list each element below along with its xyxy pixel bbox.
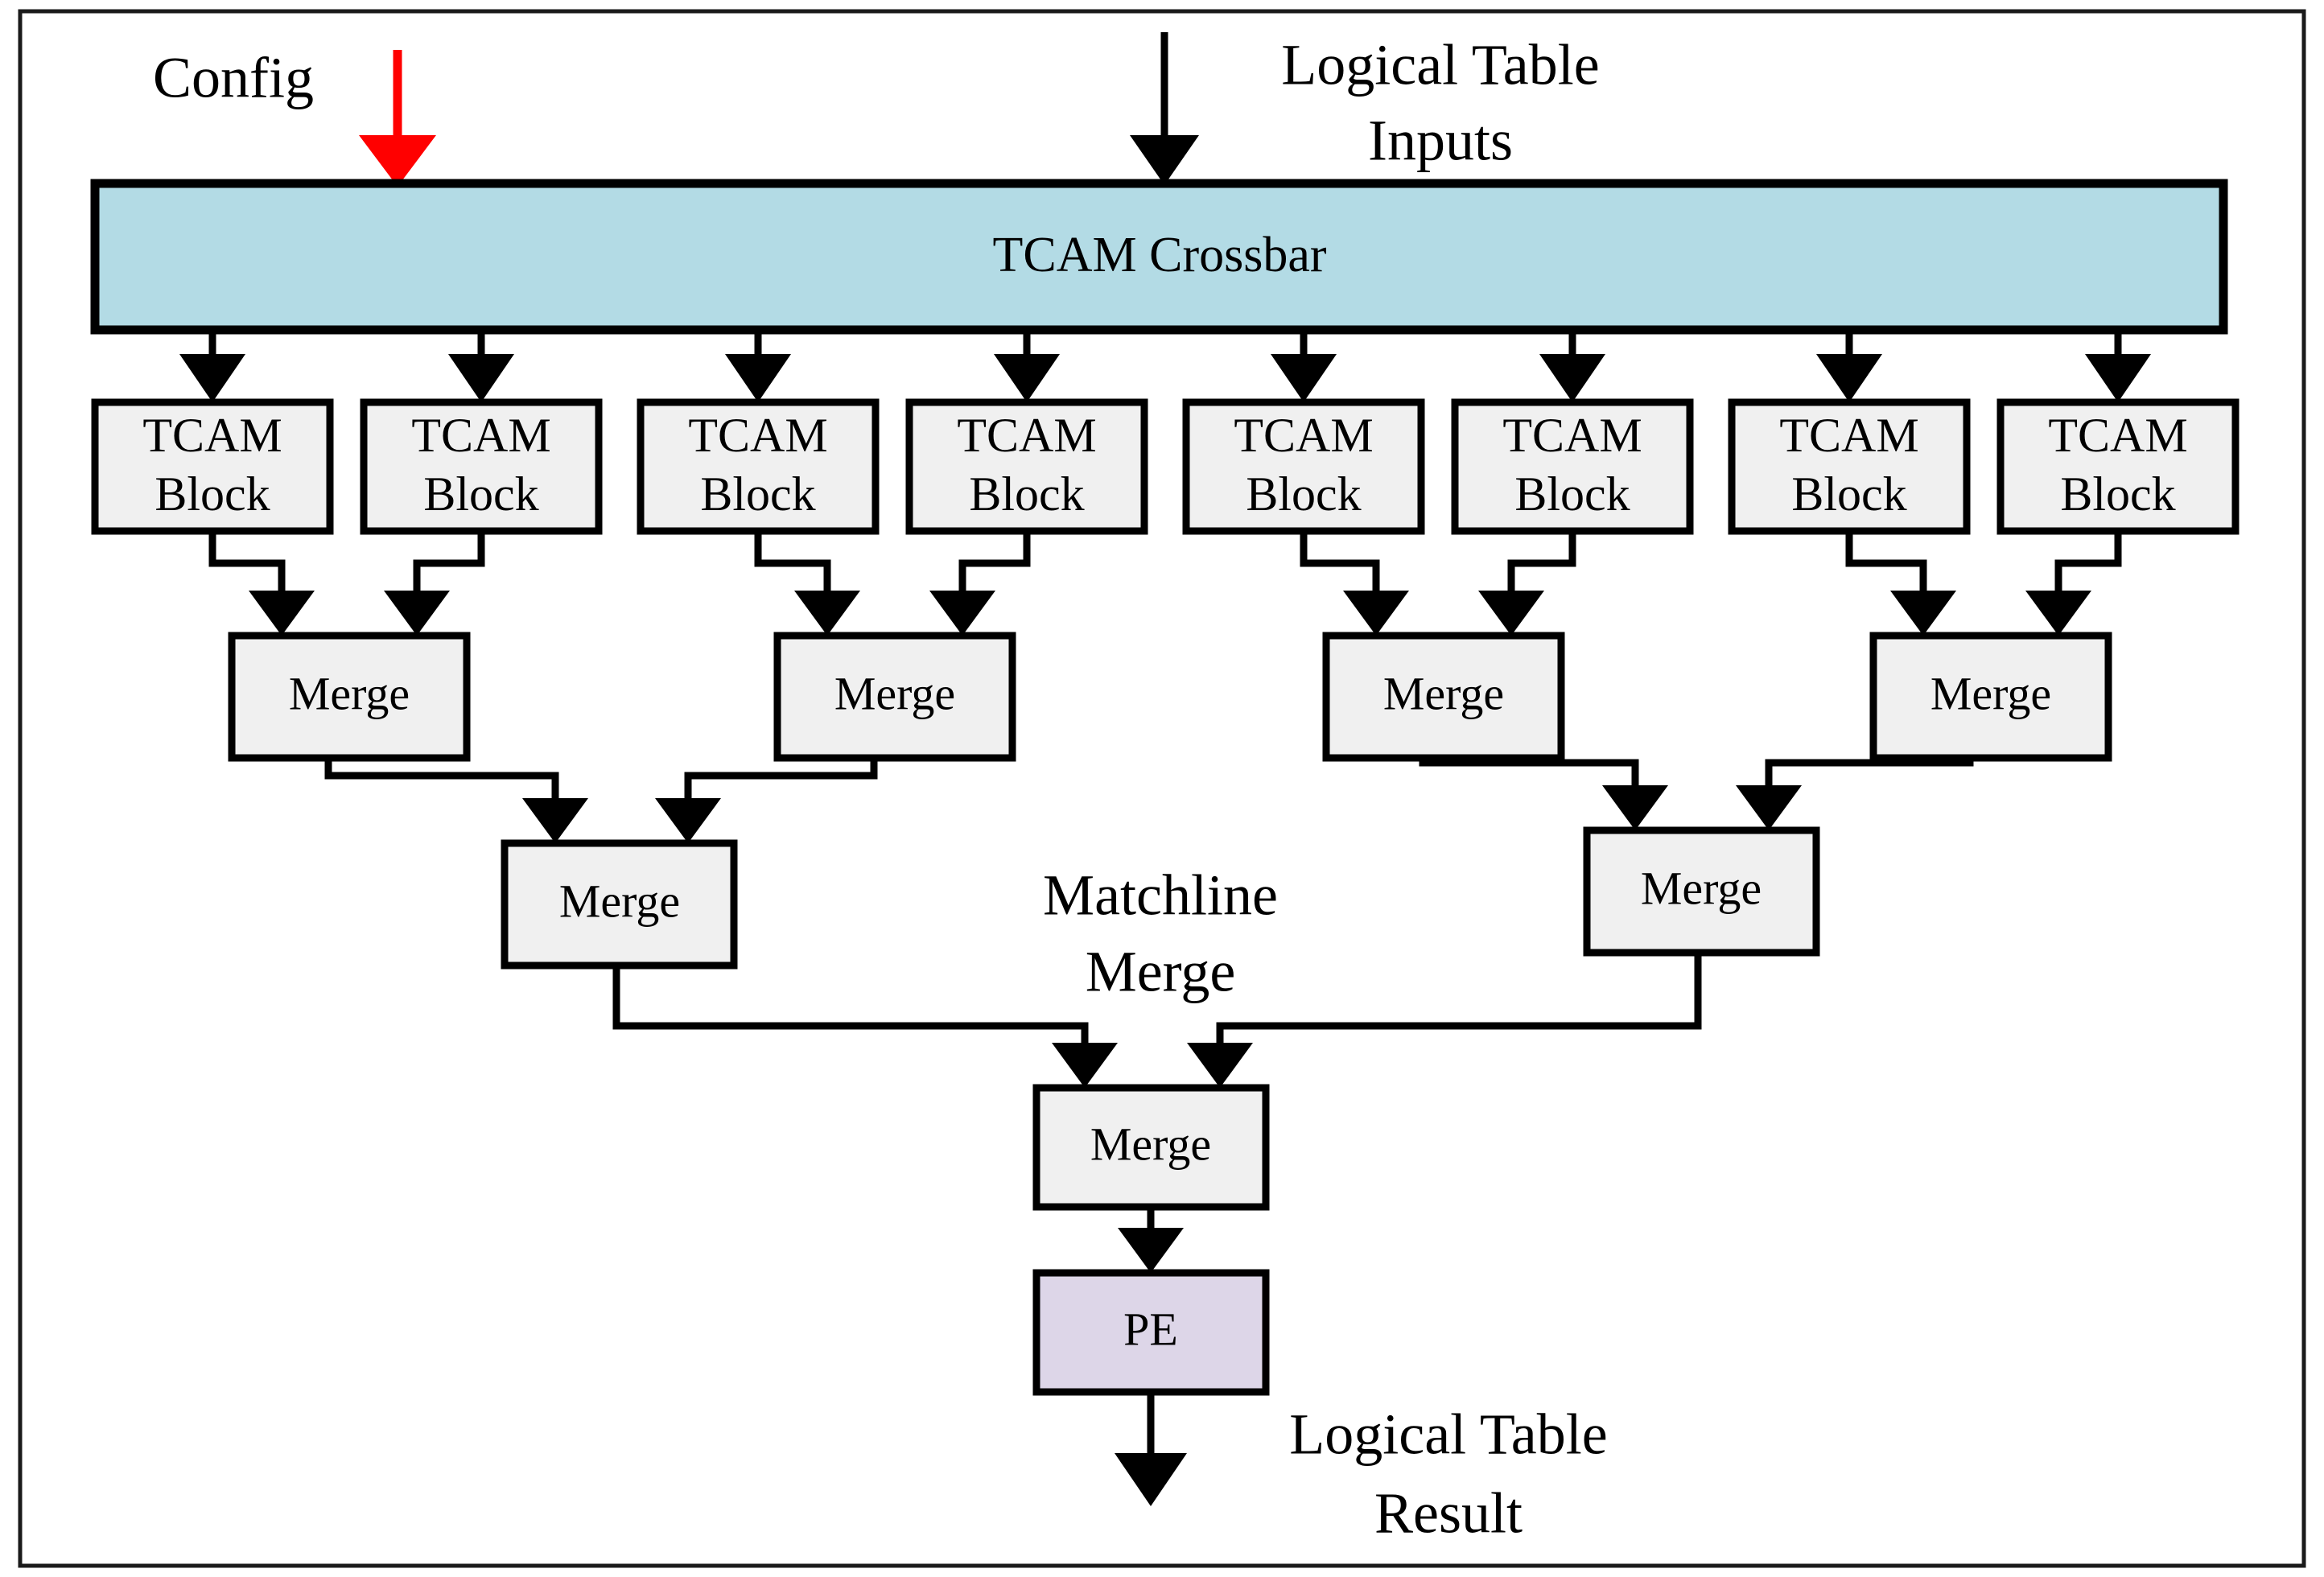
tcam-block-1-label-line1: TCAM [142, 409, 282, 462]
tcam-block-4[interactable] [905, 398, 1148, 535]
merge-l1-2[interactable] [773, 632, 1016, 762]
tcam-block-6-label-line1: TCAM [1502, 409, 1642, 462]
crossbar-to-block-wires [179, 330, 2151, 402]
merge-l1-4-label: Merge [1930, 667, 2051, 719]
merge-final-to-pe-wire [1118, 1207, 1184, 1273]
merge-level2-group: Merge Merge [501, 826, 1820, 970]
merge-l2-left-label: Merge [559, 875, 680, 927]
tcam-block-6[interactable] [1451, 398, 1694, 535]
tcam-block-5-label-line1: TCAM [1234, 409, 1373, 462]
config-label: Config [153, 46, 314, 110]
merge-l1-3[interactable] [1322, 632, 1565, 762]
logical-table-result-label-line1: Logical Table [1289, 1402, 1607, 1467]
merge-l1-3-label: Merge [1383, 667, 1504, 719]
logical-table-inputs-arrow [1130, 32, 1199, 185]
tcam-block-3-label-line1: TCAM [688, 409, 827, 462]
tcam-block-group: TCAM Block TCAM Block TCAM Block TCAM Bl… [91, 398, 2240, 535]
pe-label: PE [1123, 1303, 1178, 1355]
merge-l1-1-label: Merge [289, 667, 410, 719]
merge-l2-to-final-wires [612, 953, 1702, 1088]
merge-l1-2-label: Merge [834, 667, 955, 719]
merge-l1-to-l2-wires [324, 758, 1974, 843]
tcam-block-8-label-line1: TCAM [2048, 409, 2187, 462]
logical-table-result-label-line2: Result [1374, 1481, 1523, 1546]
tcam-block-1[interactable] [91, 398, 334, 535]
logical-table-result-arrow [1115, 1392, 1187, 1506]
tcam-block-8[interactable] [1996, 398, 2240, 535]
tcam-block-4-label-line2: Block [969, 467, 1084, 521]
tcam-block-3[interactable] [637, 398, 880, 535]
tcam-block-6-label-line2: Block [1514, 467, 1630, 521]
tcam-block-3-label-line2: Block [700, 467, 815, 521]
merge-l2-right-label: Merge [1641, 862, 1762, 914]
logical-table-inputs-label-line2: Inputs [1368, 109, 1513, 173]
tcam-block-7-label-line2: Block [1791, 467, 1906, 521]
merge-l1-4[interactable] [1869, 632, 2112, 762]
merge-final-label: Merge [1090, 1118, 1211, 1170]
merge-level1-group: Merge Merge Merge Merge [228, 632, 2112, 762]
pe-block[interactable] [1032, 1269, 1270, 1396]
logical-table-inputs-label-line1: Logical Table [1281, 33, 1599, 97]
tcam-crossbar-label: TCAM Crossbar [992, 228, 1326, 282]
matchline-merge-label-line2: Merge [1086, 940, 1236, 1004]
merge-l1-1[interactable] [228, 632, 471, 762]
block-to-merge-l1-wires [208, 531, 2122, 636]
tcam-block-2-label-line1: TCAM [411, 409, 550, 462]
tcam-block-7-label-line1: TCAM [1779, 409, 1918, 462]
config-arrow [359, 50, 436, 187]
matchline-merge-label-line1: Matchline [1043, 863, 1278, 928]
tcam-crossbar-box[interactable] [90, 179, 2228, 335]
outer-frame [18, 9, 2306, 1568]
tcam-block-4-label-line1: TCAM [957, 409, 1096, 462]
tcam-block-8-label-line2: Block [2060, 467, 2175, 521]
merge-l2-right[interactable] [1583, 826, 1820, 957]
tcam-block-2-label-line2: Block [423, 467, 538, 521]
tcam-block-5-label-line2: Block [1246, 467, 1361, 521]
merge-l2-left[interactable] [501, 839, 738, 970]
merge-final[interactable] [1032, 1084, 1270, 1211]
tcam-block-1-label-line2: Block [155, 467, 270, 521]
